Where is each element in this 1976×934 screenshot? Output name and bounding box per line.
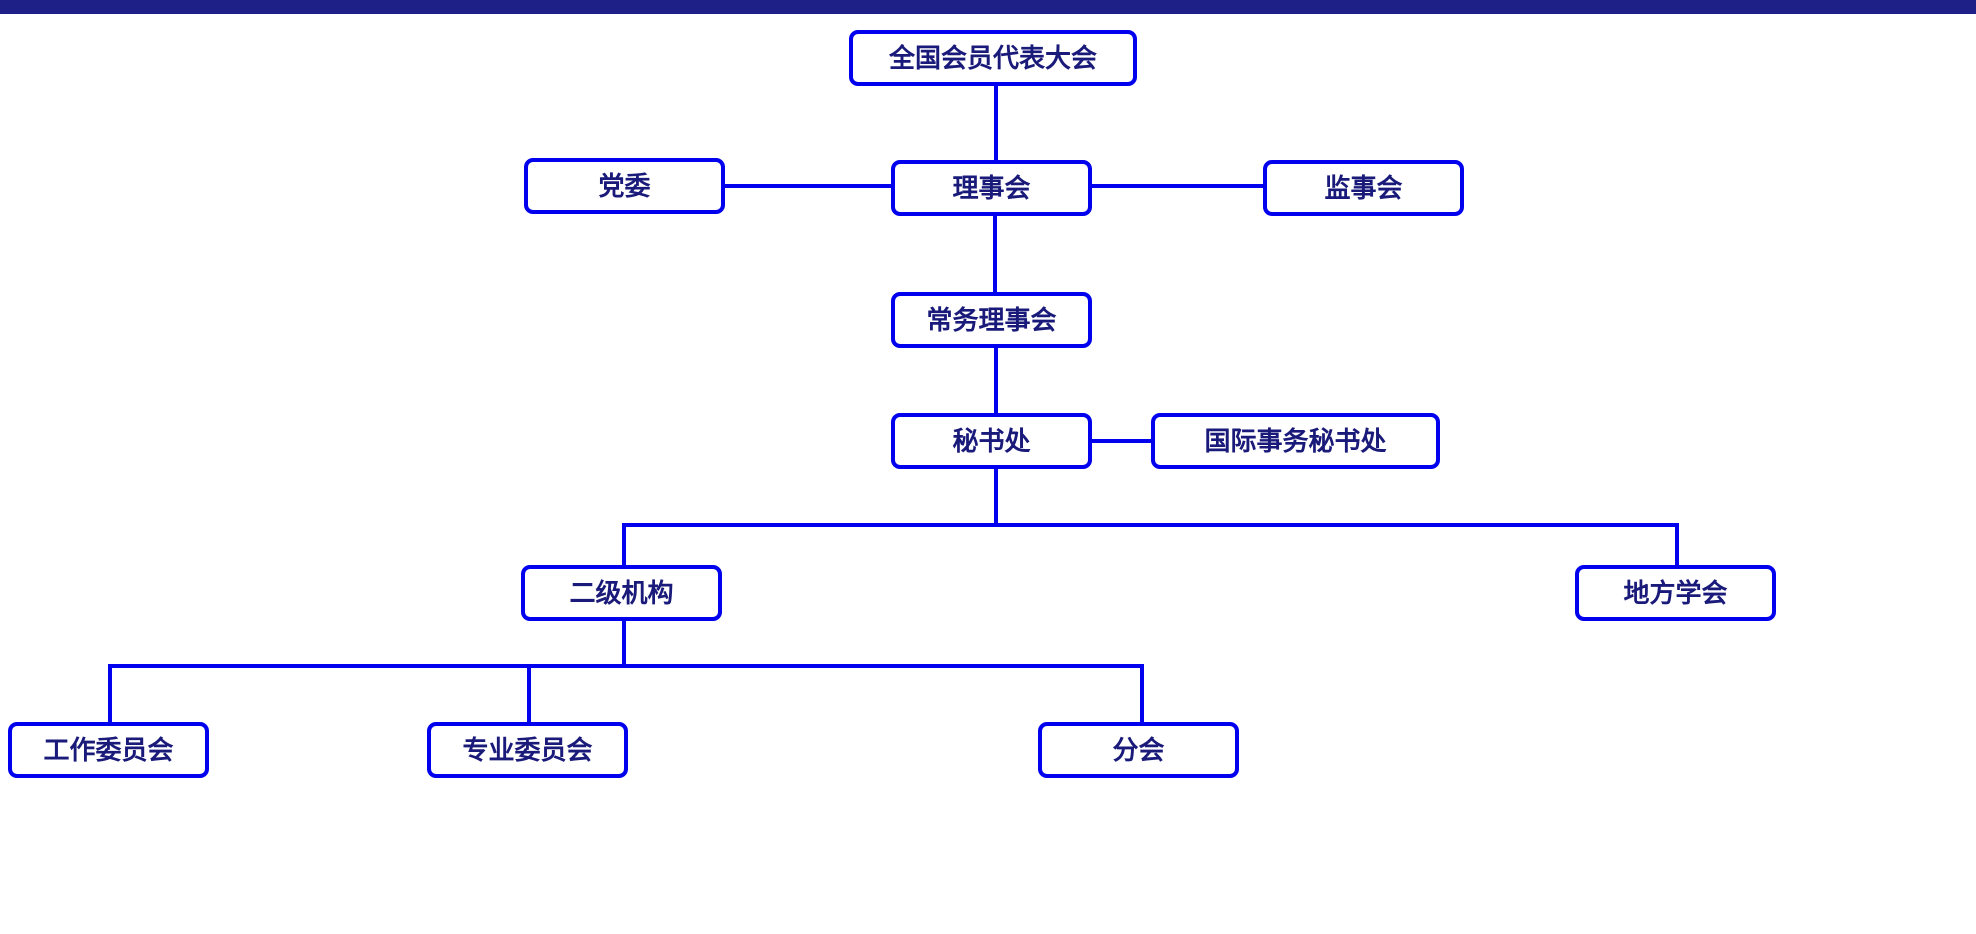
connector-layer [108,82,1679,726]
node-secondary-orgs: 二级机构 [521,565,722,621]
node-label-working-committees: 工作委员会 [43,736,173,766]
node-secretariat: 秘书处 [891,413,1092,469]
node-intl-secretariat: 国际事务秘书处 [1151,413,1440,469]
node-box-general-assembly [849,30,1137,86]
node-local-societies: 地方学会 [1575,565,1776,621]
node-box-party-committee [524,158,725,214]
node-box-secretariat [891,413,1092,469]
node-general-assembly: 全国会员代表大会 [849,30,1137,86]
node-label-party-committee: 党委 [598,172,650,202]
node-box-branches [1038,722,1239,778]
node-label-branches: 分会 [1112,736,1164,766]
node-label-secondary-orgs: 二级机构 [569,578,673,609]
node-box-standing-council [891,292,1092,348]
node-box-local-societies [1575,565,1776,621]
node-box-council [891,160,1092,216]
node-label-general-assembly: 全国会员代表大会 [888,43,1097,74]
node-council: 理事会 [891,160,1092,216]
node-label-intl-secretariat: 国际事务秘书处 [1204,426,1386,457]
node-box-professional-committees [427,722,628,778]
node-supervisory-board: 监事会 [1263,160,1464,216]
node-working-committees: 工作委员会 [8,722,209,778]
node-standing-council: 常务理事会 [891,292,1092,348]
header-bar [0,0,1976,14]
node-label-supervisory-board: 监事会 [1324,174,1402,204]
node-party-committee: 党委 [524,158,725,214]
node-box-working-committees [8,722,209,778]
node-label-standing-council: 常务理事会 [926,306,1056,336]
node-box-secondary-orgs [521,565,722,621]
node-label-council: 理事会 [952,174,1030,204]
node-box-intl-secretariat [1151,413,1440,469]
node-branches: 分会 [1038,722,1239,778]
node-label-local-societies: 地方学会 [1623,578,1727,609]
node-label-secretariat: 秘书处 [952,426,1030,457]
node-professional-committees: 专业委员会 [427,722,628,778]
node-label-professional-committees: 专业委员会 [462,736,592,766]
node-box-supervisory-board [1263,160,1464,216]
